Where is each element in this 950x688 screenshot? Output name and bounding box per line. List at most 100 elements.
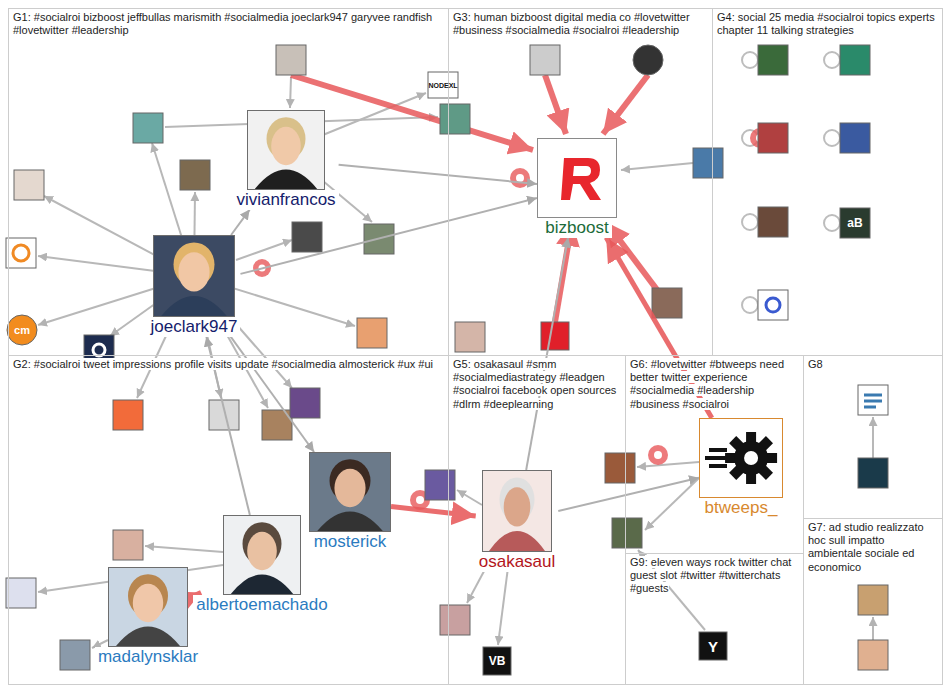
avatar-face <box>247 532 277 570</box>
avatar-face <box>504 487 531 526</box>
avatar <box>428 72 458 98</box>
avatar-ground <box>109 568 188 647</box>
group-heading-row: G9: eleven ways rock twitter chat guest … <box>626 554 803 596</box>
avatar-body <box>161 296 227 316</box>
avatar-image <box>537 138 617 218</box>
connector <box>339 165 537 184</box>
avatar-ground <box>153 236 234 317</box>
grey-link <box>457 490 482 505</box>
group-heading-row: G6: #lovetwitter #btweeps need better tw… <box>626 356 803 411</box>
group-heading-row: G2: #socialroi tweet impressions profile… <box>9 356 448 371</box>
avatar <box>180 160 210 190</box>
avatar <box>612 518 642 548</box>
avatar <box>440 605 470 635</box>
red-pin-core <box>654 451 662 459</box>
vertex-label: albertoemachado <box>193 595 330 615</box>
vertex-node: osakasaul <box>476 470 559 572</box>
group-heading-row: G1: #socialroi bizboost jeffbullas maris… <box>9 9 448 37</box>
group-heading: G6: #lovetwitter #btweeps need better tw… <box>630 358 784 410</box>
avatar-mark <box>864 395 882 407</box>
avatar-face <box>334 469 365 507</box>
avatar <box>6 45 888 675</box>
avatar <box>541 322 569 350</box>
avatar-image <box>153 235 235 317</box>
avatar <box>758 123 788 153</box>
red-link <box>603 75 648 134</box>
vertex-node: btweeps_ <box>699 418 783 518</box>
gear-hole <box>744 451 758 465</box>
vertex-label: mosterick <box>311 532 390 552</box>
connector <box>231 337 314 452</box>
avatar-body <box>489 531 545 551</box>
avatar-image <box>699 418 783 498</box>
avatar <box>758 45 788 75</box>
red-pin <box>510 168 530 188</box>
grey-link <box>872 617 874 640</box>
group-heading: G2: #socialroi tweet impressions profile… <box>13 358 433 370</box>
avatar <box>290 388 320 418</box>
grey-link <box>236 240 292 260</box>
group-box: G2: #socialroi tweet impressions profile… <box>8 355 449 685</box>
avatar <box>858 640 888 670</box>
avatar <box>14 170 44 200</box>
logo-mark <box>561 158 601 200</box>
red-link <box>545 75 566 134</box>
vertex-node: vivianfrancos <box>233 110 338 210</box>
avatar <box>699 632 727 660</box>
avatar-image <box>309 452 391 532</box>
grey-link <box>637 462 699 467</box>
avatar <box>357 318 387 348</box>
avatar <box>840 123 870 153</box>
avatar <box>605 453 635 483</box>
avatar <box>455 322 485 352</box>
avatar-ground <box>310 453 391 532</box>
connector <box>558 478 699 511</box>
avatar <box>693 148 723 178</box>
vertex-node: bizboost <box>537 138 617 238</box>
avatar <box>6 238 36 268</box>
vertex-label: btweeps_ <box>702 498 781 518</box>
grey-link <box>621 163 693 170</box>
vertex-label: osakasaul <box>476 552 559 572</box>
group-heading-row: G5: osakasaul #smm #socialmediastrategy … <box>449 356 625 411</box>
icon-text: VB <box>489 655 506 667</box>
group-heading-row: G3: human bizboost digital media co #lov… <box>449 9 712 37</box>
group-heading-row: G8 <box>804 356 942 371</box>
red-link <box>291 75 533 150</box>
icon-text: Y <box>708 639 718 654</box>
red-pin <box>648 445 668 465</box>
avatar <box>483 647 511 675</box>
self-loop <box>742 297 758 313</box>
red-pin-core <box>416 496 424 504</box>
avatar <box>276 45 306 75</box>
vertex-label: madalynsklar <box>95 647 201 667</box>
speed-bar <box>709 448 727 452</box>
avatar-face <box>271 127 301 165</box>
speed-bar <box>705 456 727 460</box>
vertex-node: mosterick <box>309 452 391 552</box>
self-loop <box>824 130 840 146</box>
group-heading: G4: social 25 media #socialroi topics ex… <box>717 11 935 36</box>
group-heading: G9: eleven ways rock twitter chat guest … <box>630 556 791 594</box>
grey-link <box>145 546 223 552</box>
avatar <box>425 470 455 500</box>
avatar-mark <box>13 245 29 261</box>
connector <box>231 210 250 235</box>
avatar <box>840 45 870 75</box>
group-heading: G8 <box>808 358 823 370</box>
avatar <box>60 640 90 670</box>
speed-bar <box>709 464 727 468</box>
group-heading: G7: ad studio realizzato hoc sull impatt… <box>808 521 924 573</box>
avatar-image <box>223 515 301 595</box>
group-heading: G3: human bizboost digital media co #lov… <box>453 11 690 36</box>
self-loop <box>742 52 758 68</box>
avatar-face <box>133 584 163 622</box>
avatar <box>6 578 36 608</box>
icon-text: aB <box>847 217 862 229</box>
group-box: G4: social 25 media #socialroi topics ex… <box>712 8 943 356</box>
group-heading: G5: osakasaul #smm #socialmediastrategy … <box>453 358 616 410</box>
self-loop <box>824 215 840 231</box>
icon-text: cm <box>14 325 30 336</box>
icon-text: NODEXL <box>428 82 457 89</box>
